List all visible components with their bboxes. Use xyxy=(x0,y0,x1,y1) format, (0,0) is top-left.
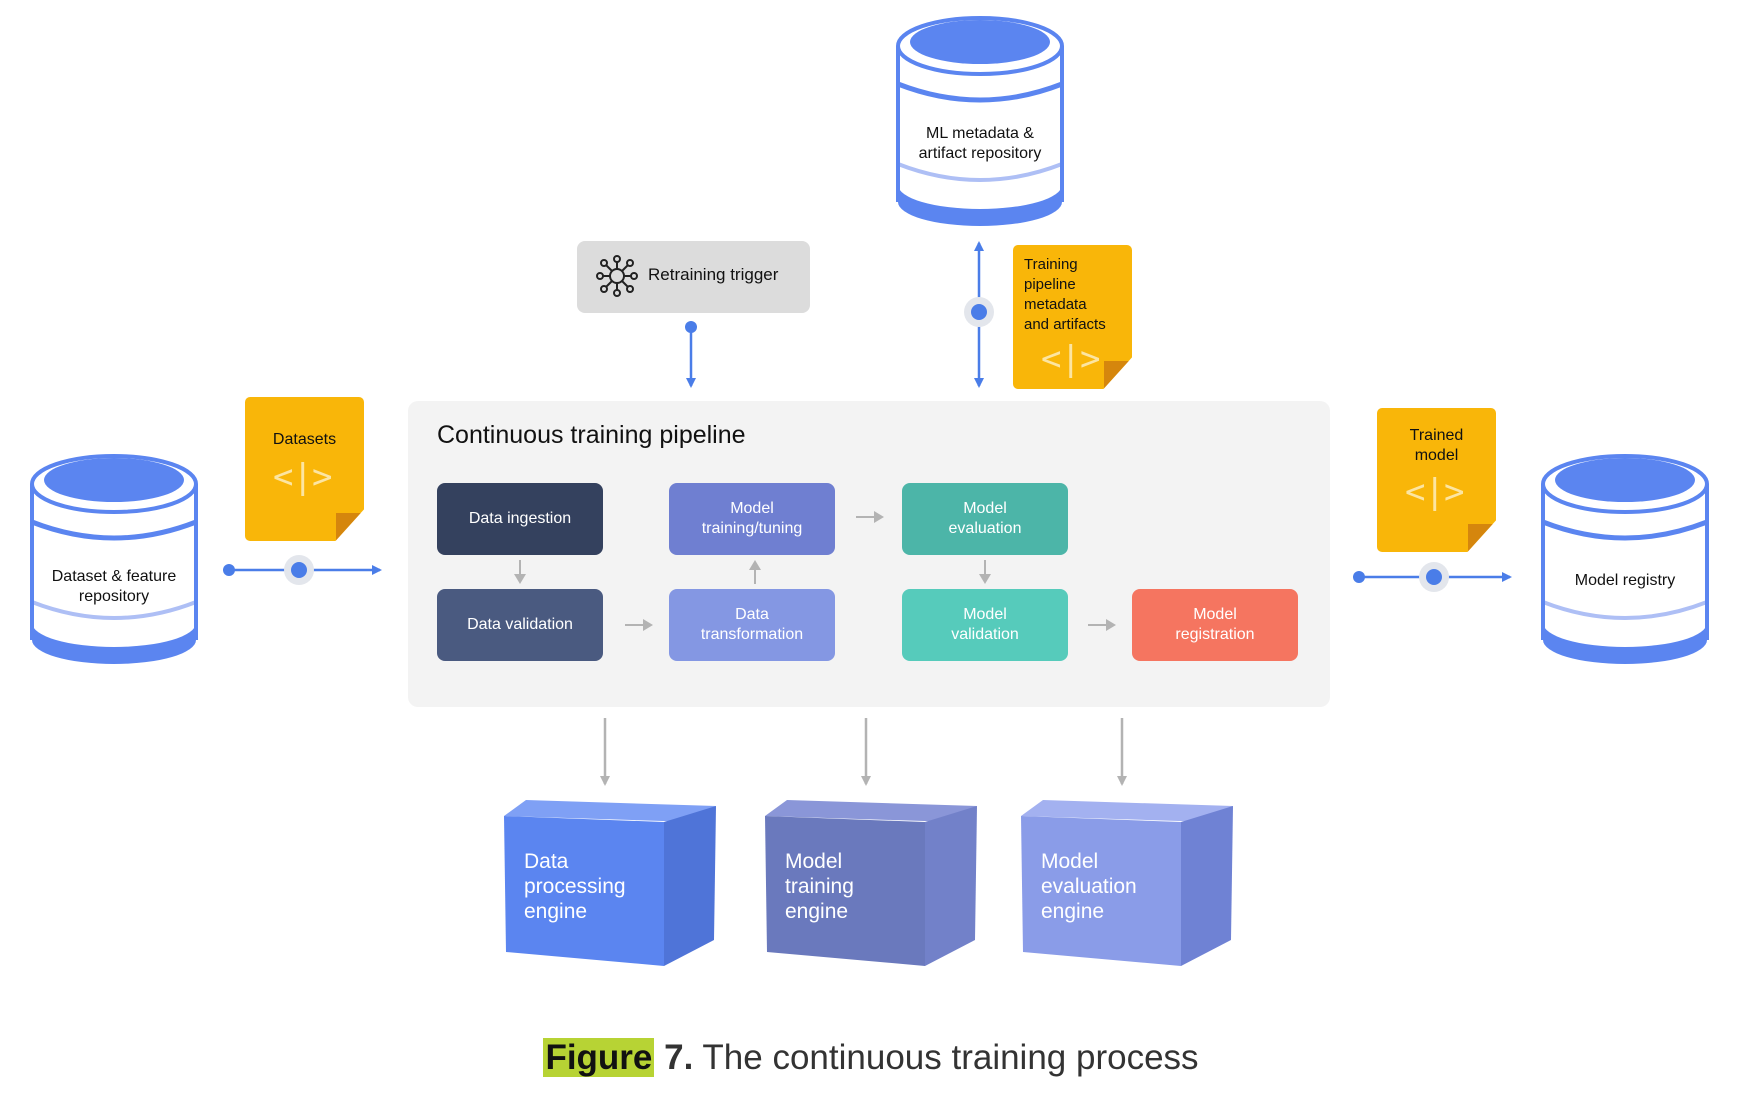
code-icon: <|> xyxy=(1405,472,1464,512)
figure-caption: Figure 7. The continuous training proces… xyxy=(0,1036,1742,1080)
dataset-flow-arrow xyxy=(223,555,382,585)
trained-model-label: Trained model xyxy=(1409,427,1464,464)
training-metadata-artifact: Training pipeline metadata and artifacts… xyxy=(1013,245,1132,389)
caption-figure-number: 7. xyxy=(664,1038,694,1077)
database-icon xyxy=(896,16,1064,226)
step-data-transformation: Data transformation xyxy=(669,589,835,661)
datasets-label: Datasets xyxy=(272,431,337,448)
model-evaluation-engine-cube xyxy=(1021,800,1233,966)
data-processing-engine-cube xyxy=(504,800,716,966)
datasets-artifact: Datasets <|> xyxy=(245,397,364,541)
step-data-validation: Data validation xyxy=(437,589,603,661)
model-registry-label: Model registry xyxy=(1574,572,1676,589)
trained-model-artifact: Trained model <|> xyxy=(1377,408,1496,552)
retraining-trigger-label: Retraining trigger xyxy=(648,265,779,284)
dataset-repository-label: Dataset & feature repository xyxy=(51,568,177,605)
code-icon: <|> xyxy=(273,457,332,497)
model-training-engine-cube xyxy=(765,800,977,966)
model-registry: Model registry xyxy=(1541,450,1709,670)
dataset-feature-repository: Dataset & feature repository xyxy=(30,450,198,670)
network-hub-icon xyxy=(596,255,638,297)
model-evaluation-engine-label: Model evaluation engine xyxy=(1041,850,1137,923)
step-model-registration: Model registration xyxy=(1132,589,1298,661)
ml-metadata-repository: ML metadata & artifact repository xyxy=(896,12,1064,232)
training-metadata-label: Training pipeline metadata and artifacts xyxy=(1024,256,1106,333)
database-icon xyxy=(30,454,198,664)
trained-model-flow-arrow xyxy=(1353,562,1512,592)
step-model-validation: Model validation xyxy=(902,589,1068,661)
data-processing-engine-label: Data processing engine xyxy=(524,850,626,923)
pipeline-title: Continuous training pipeline xyxy=(437,421,746,449)
model-training-engine-label: Model training engine xyxy=(785,850,854,923)
retraining-trigger xyxy=(577,241,810,313)
engine-arrows xyxy=(600,718,1127,786)
trigger-arrow xyxy=(685,321,697,388)
caption-figure-word: Figure xyxy=(543,1038,655,1077)
step-model-evaluation: Model evaluation xyxy=(902,483,1068,555)
metadata-bidirectional-arrow xyxy=(964,241,994,388)
metadata-repository-label: ML metadata & artifact repository xyxy=(918,125,1042,162)
database-icon xyxy=(1541,454,1709,664)
caption-text: The continuous training process xyxy=(702,1038,1199,1077)
code-icon: <|> xyxy=(1041,339,1100,379)
step-data-ingestion: Data ingestion xyxy=(437,483,603,555)
step-model-training: Model training/tuning xyxy=(669,483,835,555)
